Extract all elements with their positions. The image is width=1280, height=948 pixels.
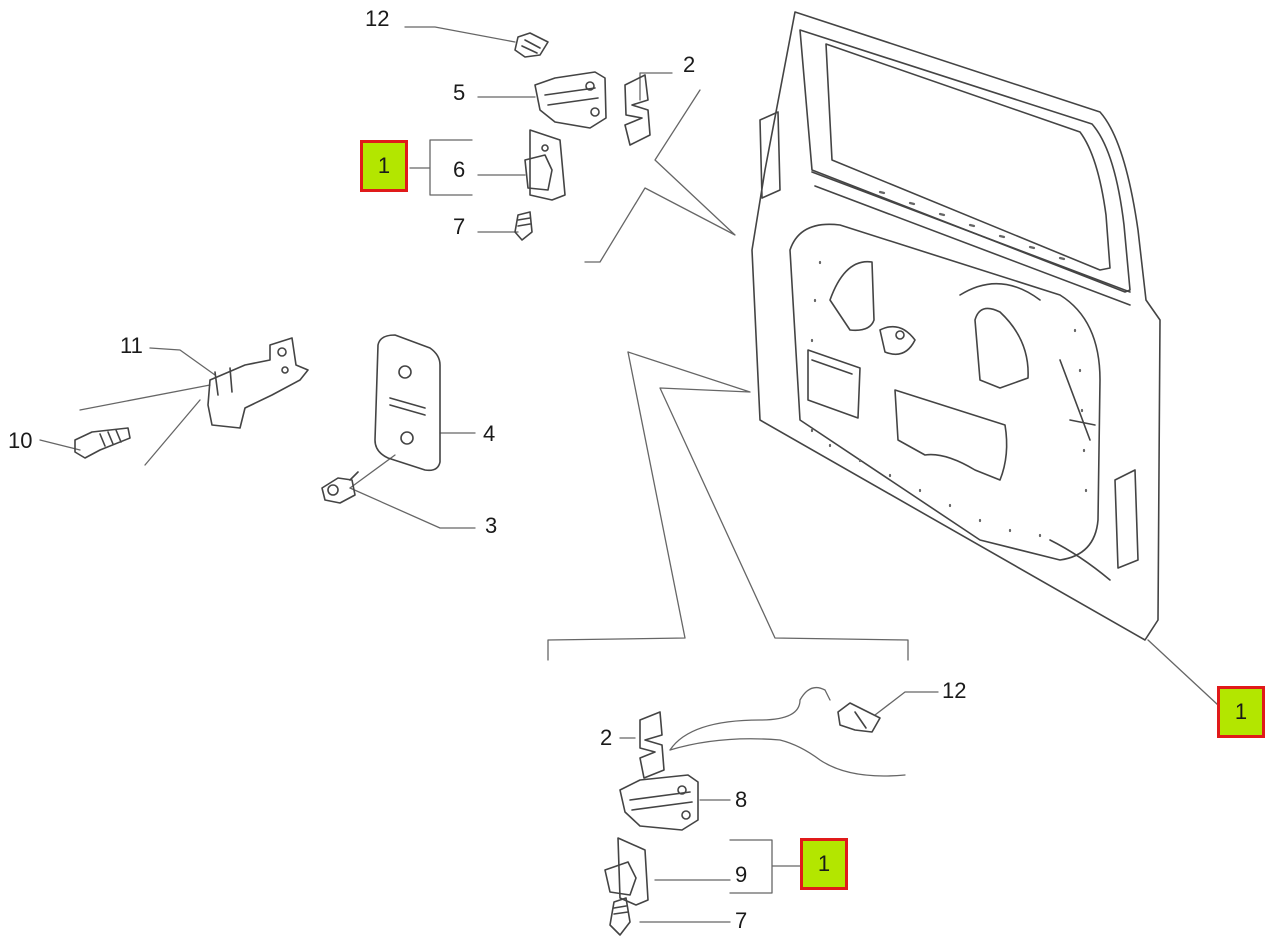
hinge-part-6 [524, 129, 566, 201]
label-7-top: 7 [453, 214, 466, 239]
screw-part-3 [321, 471, 359, 504]
bolt-part-12-top [514, 32, 549, 58]
hinge-part-9 [604, 837, 649, 906]
hinge-part-8 [619, 774, 699, 831]
label-12-bottom: 12 [942, 678, 967, 703]
bolt-part-10 [74, 427, 131, 459]
check-strap-part-11 [207, 337, 309, 429]
label-6: 6 [453, 157, 466, 182]
shim-part-2-top [624, 74, 651, 146]
highlight-1-upper-text: 1 [377, 153, 391, 178]
label-11: 11 [120, 333, 143, 358]
highlight-1-lower[interactable]: 1 [800, 838, 848, 890]
highlight-1-upper[interactable]: 1 [360, 140, 408, 192]
door-rivets [810, 190, 1088, 538]
label-9: 9 [735, 862, 748, 887]
shim-part-2-bottom [639, 711, 665, 779]
bolt-part-12-bottom [837, 702, 881, 733]
label-3: 3 [485, 513, 498, 538]
bolt-part-7-top [514, 211, 533, 241]
leader-lines [39, 26, 1219, 923]
door-panel [751, 11, 1161, 641]
label-10: 10 [8, 428, 33, 453]
highlight-1-right[interactable]: 1 [1217, 686, 1265, 738]
label-2-top: 2 [683, 52, 696, 77]
label-5: 5 [453, 80, 466, 105]
striker-plate-part-4 [374, 334, 441, 472]
highlight-1-lower-text: 1 [817, 851, 831, 876]
highlight-1-right-text: 1 [1234, 699, 1248, 724]
label-12-top: 12 [365, 6, 390, 31]
label-4: 4 [483, 421, 496, 446]
label-8: 8 [735, 787, 748, 812]
label-2-bottom: 2 [600, 725, 613, 750]
hinge-part-5 [534, 71, 607, 129]
bolt-part-7-bottom [609, 897, 631, 936]
label-7-bottom: 7 [735, 908, 748, 933]
